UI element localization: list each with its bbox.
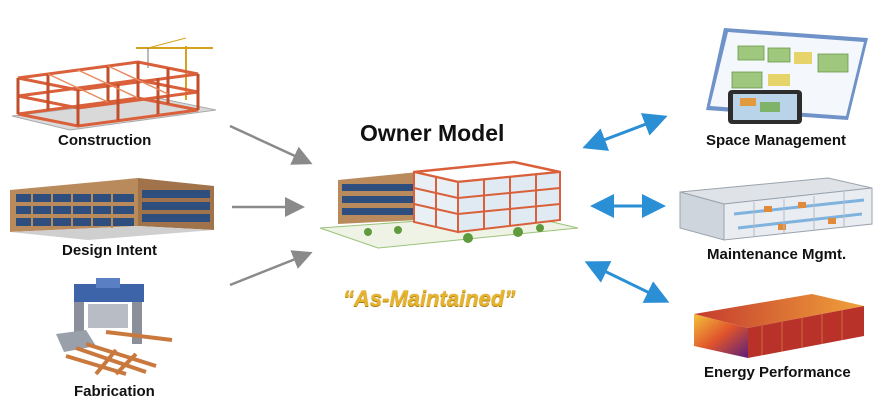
owner-model-title: Owner Model [360, 120, 505, 146]
arrow-construction-to-owner [229, 124, 313, 165]
floor-plan-tablet-icon [706, 28, 868, 124]
input-label-design-intent: Design Intent [62, 242, 158, 259]
office-building-icon [10, 178, 214, 240]
steel-frame-construction-icon [11, 37, 217, 131]
energy-heatmap-icon [694, 294, 864, 358]
input-label-fabrication: Fabrication [74, 383, 155, 400]
output-label-maintenance-mgmt: Maintenance Mgmt. [707, 246, 847, 263]
mep-systems-icon [679, 177, 873, 241]
arrow-owner-energy-performance [584, 261, 670, 303]
output-label-space-management: Space Management [706, 132, 847, 149]
arrow-owner-space-management [582, 113, 668, 151]
owner-model-building-icon [319, 160, 579, 249]
output-label-energy-performance: Energy Performance [704, 364, 851, 381]
arrow-fabrication-to-owner [229, 250, 313, 287]
input-label-construction: Construction [58, 132, 152, 149]
fabrication-machine-icon [56, 278, 173, 376]
as-maintained-label: “As-Maintained” [343, 286, 516, 311]
